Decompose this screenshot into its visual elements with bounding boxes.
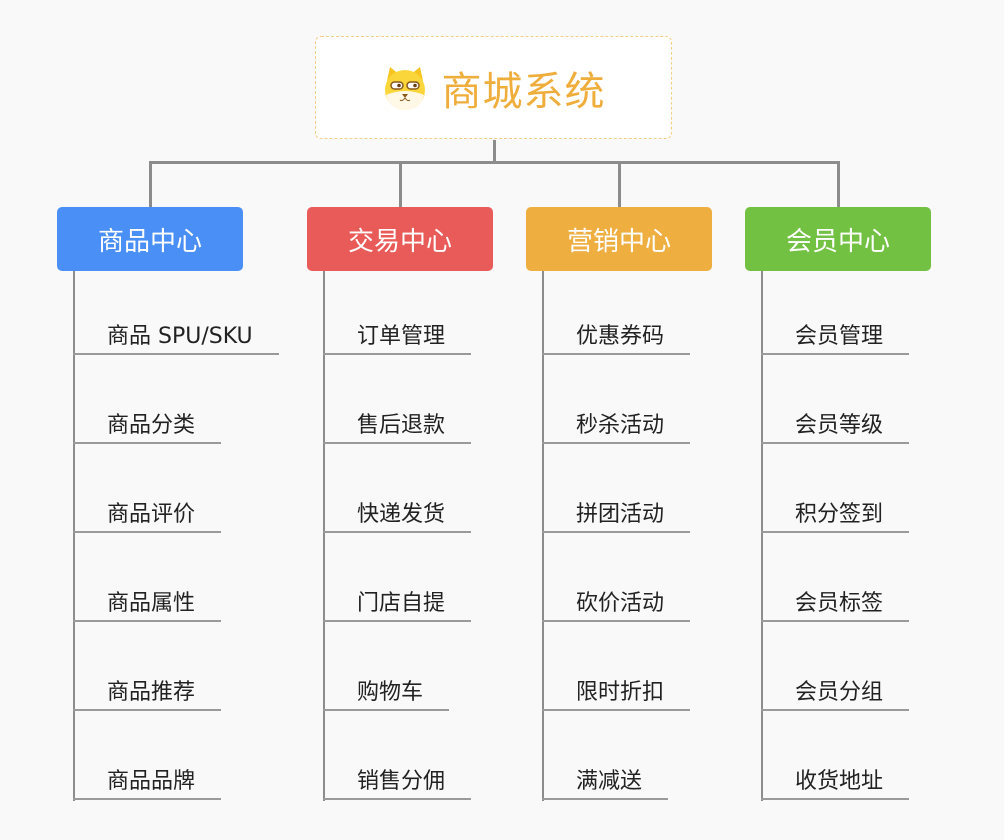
- leaf-item[interactable]: 购物车: [323, 679, 450, 711]
- leaf-item[interactable]: 商品属性: [73, 590, 222, 622]
- leaf-item[interactable]: 会员标签: [761, 590, 910, 622]
- root-title: 商城系统: [441, 68, 606, 115]
- leaf-item[interactable]: 商品评价: [73, 501, 222, 533]
- leaf-item[interactable]: 砍价活动: [542, 590, 691, 622]
- connector-bar: [149, 161, 840, 164]
- category-node[interactable]: 商品中心: [57, 207, 243, 271]
- leaf-item[interactable]: 积分签到: [761, 501, 910, 533]
- leaf-item[interactable]: 会员管理: [761, 323, 910, 355]
- branch-line: [73, 271, 75, 801]
- leaf-item[interactable]: 商品 SPU/SKU: [73, 323, 279, 355]
- connector-drop: [618, 162, 621, 207]
- category-node[interactable]: 营销中心: [526, 207, 712, 271]
- leaf-item[interactable]: 快递发货: [323, 501, 472, 533]
- leaf-item[interactable]: 订单管理: [323, 323, 472, 355]
- leaf-item[interactable]: 商品推荐: [73, 679, 222, 711]
- connector-stem: [493, 140, 496, 163]
- category-node[interactable]: 会员中心: [745, 207, 931, 271]
- leaf-item[interactable]: 限时折扣: [542, 679, 691, 711]
- category-node[interactable]: 交易中心: [307, 207, 493, 271]
- connector-drop: [399, 162, 402, 207]
- branch-line: [761, 271, 763, 801]
- leaf-item[interactable]: 优惠券码: [542, 323, 691, 355]
- leaf-item[interactable]: 会员等级: [761, 412, 910, 444]
- connector-drop: [149, 162, 152, 207]
- shiba-dog-icon: [384, 66, 425, 110]
- branch-line: [323, 271, 325, 801]
- leaf-item[interactable]: 商品品牌: [73, 768, 222, 800]
- branch-line: [542, 271, 544, 801]
- leaf-item[interactable]: 门店自提: [323, 590, 472, 622]
- leaf-item[interactable]: 销售分佣: [323, 768, 472, 800]
- leaf-item[interactable]: 收货地址: [761, 768, 910, 800]
- leaf-item[interactable]: 售后退款: [323, 412, 472, 444]
- leaf-item[interactable]: 会员分组: [761, 679, 910, 711]
- leaf-item[interactable]: 商品分类: [73, 412, 222, 444]
- leaf-item[interactable]: 满减送: [542, 768, 669, 800]
- root-node[interactable]: 商城系统: [315, 36, 672, 139]
- leaf-item[interactable]: 秒杀活动: [542, 412, 691, 444]
- leaf-item[interactable]: 拼团活动: [542, 501, 691, 533]
- connector-drop: [837, 162, 840, 207]
